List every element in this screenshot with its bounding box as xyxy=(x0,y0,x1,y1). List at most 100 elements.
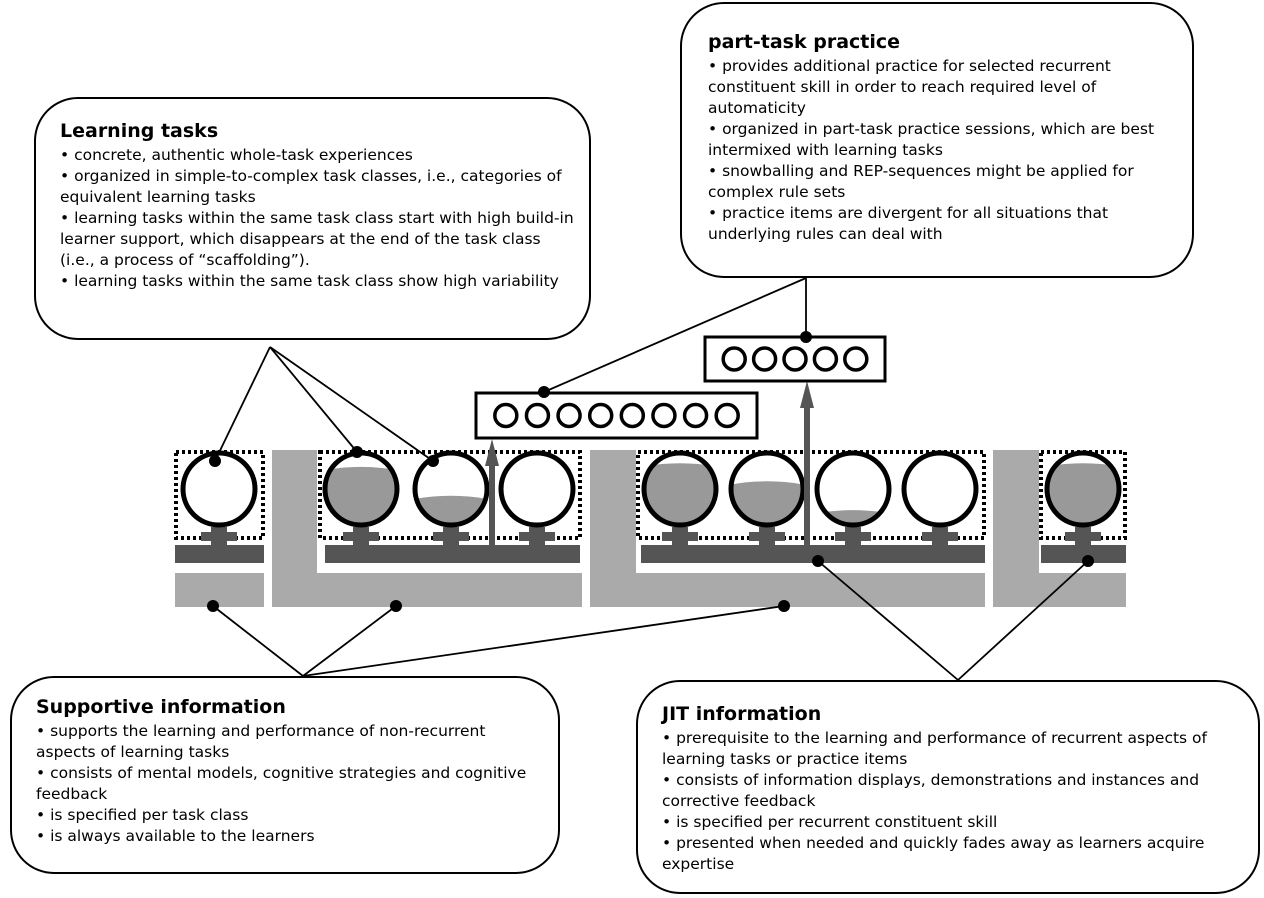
supportive-information-list: • supports the learning and performance … xyxy=(36,721,546,847)
learning-task-support-fill xyxy=(325,466,397,525)
connector-jit-2 xyxy=(957,560,1089,681)
supportive-information-bullet-3: • is specified per task class xyxy=(36,806,249,824)
part-task-practice-title: part-task practice xyxy=(708,31,901,53)
learning-task-8 xyxy=(901,450,979,547)
connector-learning-3 xyxy=(269,346,434,462)
part-task-practice-sessions xyxy=(474,335,887,440)
learning-task-1 xyxy=(180,450,258,547)
learning-tasks-bullet-4: • learning tasks within the same task cl… xyxy=(60,272,559,290)
jit-information-bullet-3: • is specified per recurrent constituent… xyxy=(662,813,998,831)
dot-practice-session-1 xyxy=(538,386,550,398)
part-task-practice-callout: part-task practice • provides additional… xyxy=(680,2,1194,278)
learning-task-6 xyxy=(728,450,806,547)
learning-tasks-bullet-3: • learning tasks within the same task cl… xyxy=(60,209,574,269)
learning-task-outline xyxy=(498,450,576,528)
jit-information-list: • prerequisite to the learning and perfo… xyxy=(662,728,1248,875)
dot-learning-task-3 xyxy=(427,455,439,467)
learning-task-outline xyxy=(728,450,806,528)
learning-task-background xyxy=(501,453,573,525)
supportive-information-title: Supportive information xyxy=(36,696,286,718)
learning-task-base xyxy=(201,532,237,541)
jit-bar-4 xyxy=(1041,545,1126,563)
connector-practice-1 xyxy=(543,277,807,393)
dot-supportive-2 xyxy=(390,600,402,612)
learning-task-base xyxy=(519,532,555,541)
practice-item xyxy=(651,402,677,429)
practice-session-2 xyxy=(703,335,887,383)
learning-tasks-callout: Learning tasks • concrete, authentic who… xyxy=(34,97,591,340)
connector-supportive-2 xyxy=(302,605,397,677)
dot-learning-task-1 xyxy=(209,455,221,467)
learning-task-support-fill xyxy=(644,463,716,525)
learning-task-outline xyxy=(901,450,979,528)
learning-task-2 xyxy=(322,450,400,547)
supportive-band-2 xyxy=(272,450,582,607)
learning-task-base xyxy=(343,532,379,541)
learning-task-base xyxy=(662,532,698,541)
jit-bar-3 xyxy=(641,545,985,563)
part-task-practice-list: • provides additional practice for selec… xyxy=(708,56,1182,245)
jit-information-callout: JIT information • prerequisite to the le… xyxy=(636,680,1260,894)
supportive-information-bullet-2: • consists of mental models, cognitive s… xyxy=(36,764,527,803)
learning-task-4 xyxy=(498,450,576,547)
practice-item xyxy=(493,402,519,429)
practice-arrow-1-head xyxy=(485,439,499,466)
learning-task-background xyxy=(904,453,976,525)
learning-task-base xyxy=(1065,532,1101,541)
dot-jit-1 xyxy=(812,555,824,567)
learning-tasks-bullet-2: • organized in simple-to-complex task cl… xyxy=(60,167,562,206)
learning-tasks xyxy=(180,450,1122,547)
jit-information-title: JIT information xyxy=(662,703,822,725)
learning-task-outline xyxy=(1044,450,1122,528)
learning-task-base xyxy=(922,532,958,541)
connector-lines xyxy=(212,277,1089,681)
part-task-practice-bullet-4: • practice items are divergent for all s… xyxy=(708,204,1109,243)
dot-learning-task-2 xyxy=(351,446,363,458)
learning-task-3 xyxy=(412,450,490,547)
practice-item xyxy=(619,402,646,429)
learning-task-background xyxy=(817,453,889,525)
practice-item xyxy=(556,402,582,429)
supportive-information-bullet-1: • supports the learning and performance … xyxy=(36,722,486,761)
part-task-practice-bullet-2: • organized in part-task practice sessio… xyxy=(708,120,1155,159)
connector-supportive-1 xyxy=(212,605,304,677)
dot-supportive-3 xyxy=(778,600,790,612)
practice-item xyxy=(587,402,614,429)
practice-item xyxy=(812,346,839,372)
learning-task-base xyxy=(433,532,469,541)
part-task-practice-bullet-1: • provides additional practice for selec… xyxy=(708,57,1111,117)
connector-dots xyxy=(207,331,1094,612)
supportive-band-1 xyxy=(175,573,264,607)
dot-supportive-1 xyxy=(207,600,219,612)
practice-session-frame xyxy=(474,391,759,440)
learning-task-9 xyxy=(1044,450,1122,547)
learning-tasks-bullet-1: • concrete, authentic whole-task experie… xyxy=(60,146,413,164)
practice-arrow-2-head xyxy=(800,381,814,408)
learning-task-outline xyxy=(814,450,892,528)
practice-item xyxy=(682,402,709,429)
practice-item xyxy=(721,346,747,372)
supportive-information-bands xyxy=(175,450,1126,607)
supportive-information-bullet-4: • is always available to the learners xyxy=(36,827,315,845)
jit-information-bars xyxy=(175,545,1126,563)
practice-item xyxy=(843,346,869,372)
learning-task-outline xyxy=(641,450,719,528)
learning-task-5 xyxy=(641,450,719,547)
supportive-band-4 xyxy=(993,450,1126,607)
jit-bar-2 xyxy=(325,545,580,563)
learning-task-support-fill xyxy=(731,481,803,525)
practice-item xyxy=(751,346,778,372)
connector-learning-2 xyxy=(269,346,358,453)
dot-jit-2 xyxy=(1082,555,1094,567)
learning-tasks-title: Learning tasks xyxy=(60,120,219,142)
learning-tasks-list: • concrete, authentic whole-task experie… xyxy=(60,145,577,292)
dot-practice-session-2 xyxy=(800,331,812,343)
learning-task-support-fill xyxy=(1047,463,1119,525)
jit-information-bullet-4: • presented when needed and quickly fade… xyxy=(662,834,1205,873)
practice-arrows xyxy=(485,381,814,562)
learning-task-7 xyxy=(814,450,892,547)
practice-session-1 xyxy=(474,391,759,440)
jit-information-bullet-1: • prerequisite to the learning and perfo… xyxy=(662,729,1207,768)
